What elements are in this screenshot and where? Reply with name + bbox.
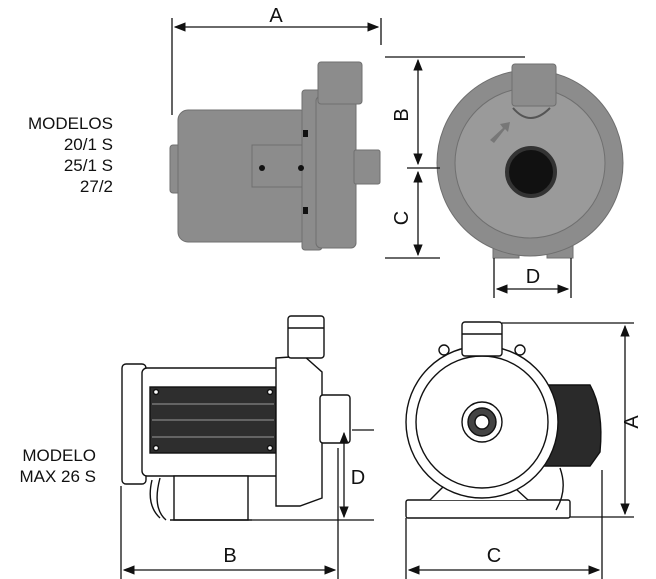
pump-side-view-top bbox=[169, 61, 381, 251]
dim-label-b-bottom: B bbox=[223, 545, 236, 567]
dim-label-c-top: C bbox=[391, 211, 413, 225]
models-bottom-list: MODELO MAX 26 S bbox=[0, 445, 96, 487]
model-item: 25/1 S bbox=[63, 156, 113, 175]
pump-front-view-bottom bbox=[405, 321, 602, 519]
top-side-dimension-a bbox=[171, 18, 382, 115]
dim-label-c-bottom: C bbox=[487, 545, 501, 567]
models-top-heading: MODELOS bbox=[27, 114, 113, 133]
models-bottom-heading: MODELO bbox=[22, 446, 96, 465]
top-front-dimensions bbox=[385, 56, 572, 298]
dim-label-d-top: D bbox=[526, 266, 540, 288]
model-item: MAX 26 S bbox=[19, 467, 96, 486]
bottom-side-dimensions bbox=[120, 429, 374, 579]
pump-side-bolts bbox=[259, 130, 308, 214]
model-item: 20/1 S bbox=[63, 135, 113, 154]
models-top-list: MODELOS 20/1 S 25/1 S 27/2 bbox=[0, 113, 113, 197]
dim-label-b-top: B bbox=[391, 108, 413, 121]
pump-front-view-top bbox=[436, 63, 624, 259]
dim-label-d-bottom: D bbox=[351, 467, 365, 489]
dim-label-a-bottom: A bbox=[621, 415, 643, 429]
model-item: 27/2 bbox=[79, 177, 113, 196]
dim-label-a-top: A bbox=[269, 5, 283, 27]
bottom-front-dimensions bbox=[405, 322, 634, 579]
pump-side-view-bottom bbox=[121, 315, 351, 521]
